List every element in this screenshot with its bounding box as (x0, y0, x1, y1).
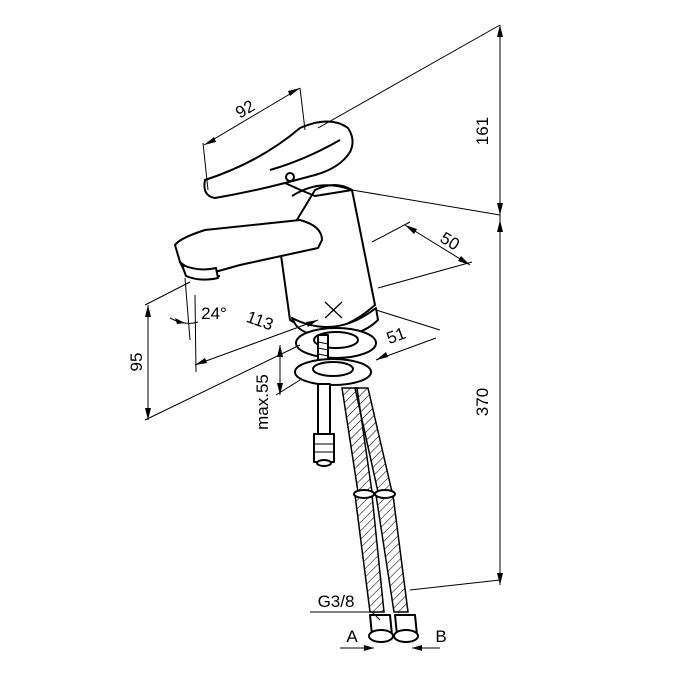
label-hose-a: A (346, 627, 358, 646)
label-handle-width: 92 (232, 96, 258, 122)
label-base-width: 51 (384, 324, 408, 348)
label-height-top: 161 (473, 117, 492, 145)
label-hose-b: B (435, 627, 446, 646)
label-spout-height: 95 (127, 353, 146, 372)
label-mount-thickness: max.55 (253, 374, 272, 430)
label-base-depth: 50 (437, 228, 463, 254)
faucet-lever (203, 120, 354, 199)
label-spout-reach: 113 (244, 307, 276, 334)
label-spout-angle: 24° (201, 304, 227, 323)
dimension-lines (144, 24, 503, 651)
braided-hoses (341, 387, 419, 643)
label-total-height: 370 (473, 388, 492, 416)
mounting-hardware (294, 327, 377, 467)
label-thread: G3/8 (318, 592, 355, 611)
